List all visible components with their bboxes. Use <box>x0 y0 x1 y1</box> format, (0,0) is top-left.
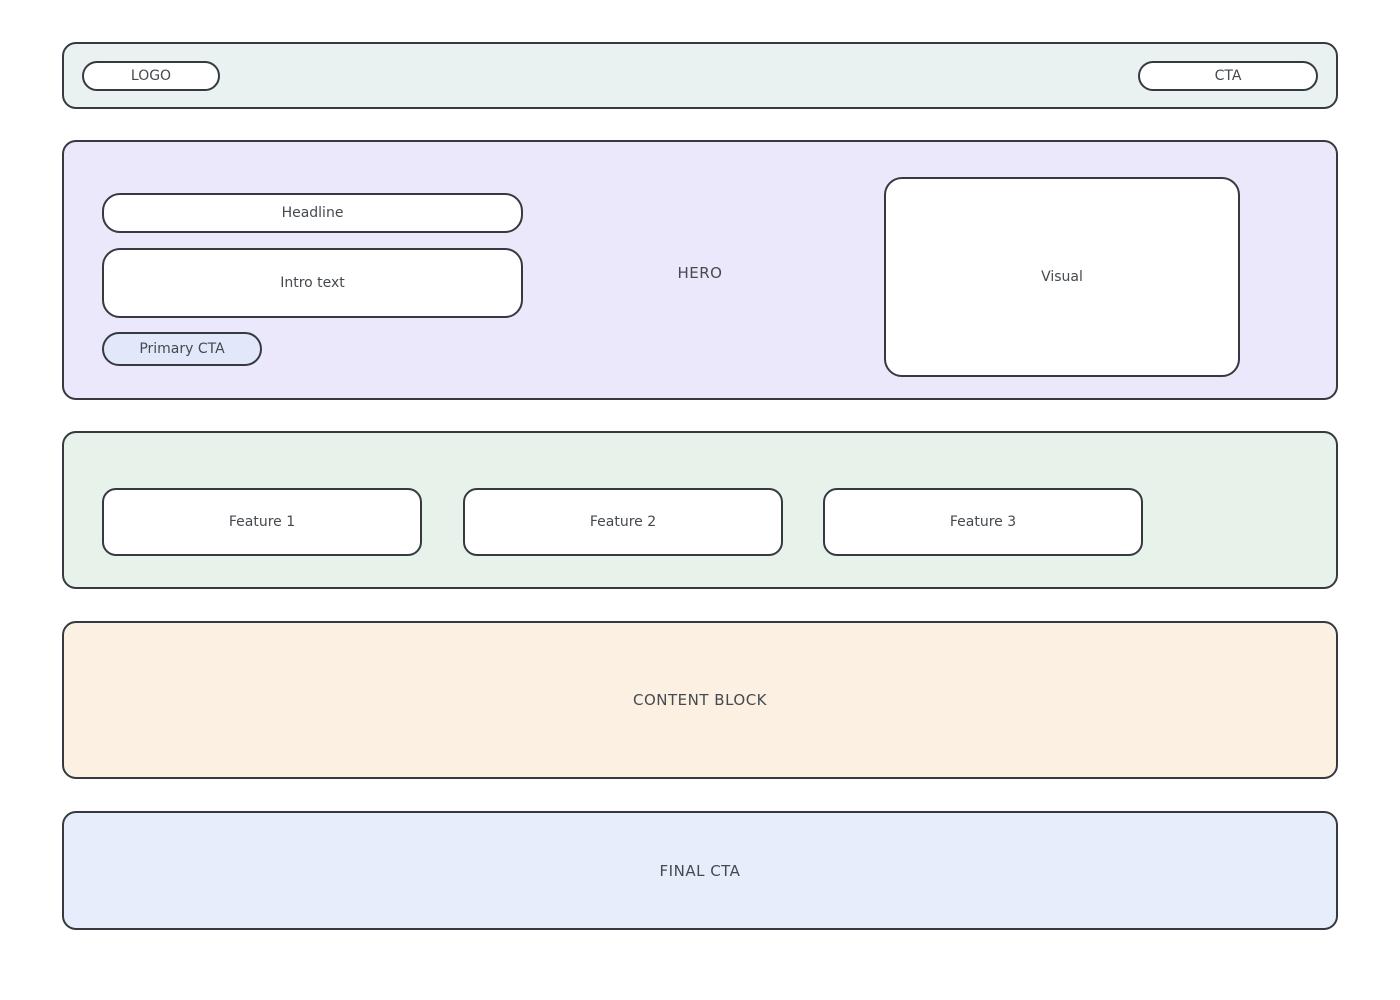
feature-card-3: Feature 3 <box>823 488 1143 556</box>
content-block-section: CONTENT BLOCK <box>62 621 1338 779</box>
features-section: Feature 1 Feature 2 Feature 3 <box>62 431 1338 589</box>
content-block-label: CONTENT BLOCK <box>632 691 768 709</box>
feature-2-label: Feature 2 <box>589 514 657 530</box>
logo-pill[interactable]: LOGO <box>82 60 220 91</box>
feature-3-label: Feature 3 <box>949 514 1017 530</box>
headline-label: Headline <box>281 205 344 221</box>
logo-label: LOGO <box>130 67 172 84</box>
intro-text-box: Intro text <box>102 248 523 318</box>
feature-card-1: Feature 1 <box>102 488 422 556</box>
hero-section-label: HERO <box>677 264 723 282</box>
final-cta-section: FINAL CTA <box>62 811 1338 930</box>
feature-1-label: Feature 1 <box>228 514 296 530</box>
primary-cta-label: Primary CTA <box>139 341 225 357</box>
topbar-cta-label: CTA <box>1214 67 1242 84</box>
visual-placeholder: Visual <box>884 177 1240 377</box>
hero-section: Headline Intro text Primary CTA HERO Vis… <box>62 140 1338 400</box>
headline-box: Headline <box>102 193 523 233</box>
topbar-cta-button[interactable]: CTA <box>1138 60 1318 91</box>
primary-cta-button[interactable]: Primary CTA <box>102 332 262 366</box>
topbar: LOGO CTA <box>62 42 1338 109</box>
feature-card-2: Feature 2 <box>463 488 783 556</box>
intro-text-label: Intro text <box>280 275 345 291</box>
final-cta-label: FINAL CTA <box>659 861 741 880</box>
visual-label: Visual <box>1041 269 1083 285</box>
